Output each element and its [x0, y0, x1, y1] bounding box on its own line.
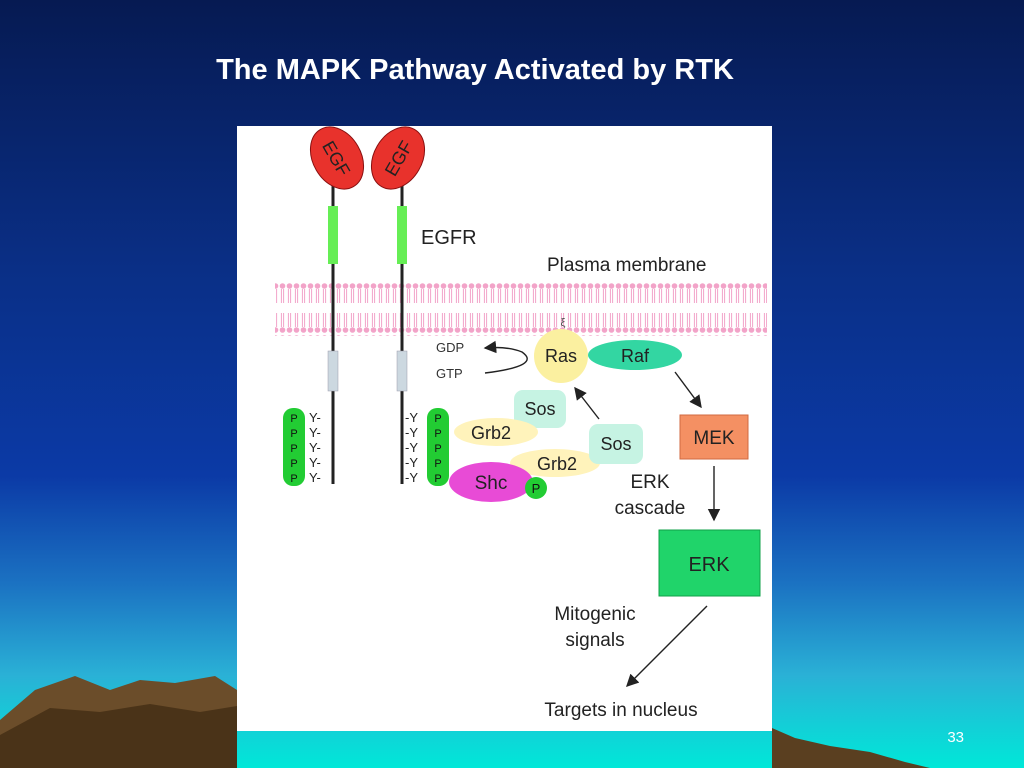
svg-text:P: P: [434, 443, 441, 455]
ras-label: Ras: [545, 346, 577, 366]
grb2-upper: Grb2: [454, 418, 538, 446]
slide-title: The MAPK Pathway Activated by RTK: [216, 54, 734, 86]
mek-protein: MEK: [679, 414, 749, 460]
plasma-membrane: [275, 282, 767, 336]
raf-label: Raf: [621, 346, 650, 366]
mek-label: MEK: [693, 428, 735, 449]
erk-to-nucleus-arrow: [626, 605, 708, 687]
svg-text:P: P: [290, 473, 297, 485]
svg-text:P: P: [434, 473, 441, 485]
ras-anchor-icon: ξ: [561, 317, 566, 329]
svg-text:P: P: [434, 428, 441, 440]
grb2-lower-label: Grb2: [537, 454, 577, 474]
gdp-label: GDP: [436, 340, 464, 355]
egfr-right-chain: [396, 176, 408, 484]
egf-ligand-left: EGF: [309, 126, 365, 190]
svg-text:P: P: [532, 481, 541, 496]
sos-upper-label: Sos: [524, 399, 555, 419]
shc-protein: Shc: [449, 462, 533, 502]
grb2-upper-label: Grb2: [471, 423, 511, 443]
svg-text:P: P: [290, 413, 297, 425]
sos-to-ras-arrow: [574, 386, 600, 420]
grb2-lower: Grb2: [510, 449, 600, 477]
egfr-label: EGFR: [421, 227, 477, 249]
mapk-diagram-svg: Plasma membrane EGFR EGF EGF P P P: [275, 126, 767, 721]
sos-upper: Sos: [514, 390, 566, 428]
ras-protein: Ras: [534, 329, 588, 383]
gtp-label: GTP: [436, 366, 463, 381]
phosphotyrosines-left: P P P P P Y- Y- Y- Y- Y-: [283, 408, 321, 486]
svg-text:P: P: [290, 443, 297, 455]
svg-text:P: P: [434, 458, 441, 470]
erk-cascade-line1: ERK: [630, 472, 669, 493]
egfr-left-chain: [327, 176, 339, 484]
svg-text:P: P: [434, 413, 441, 425]
mitogenic-signals-line1: Mitogenic: [554, 604, 635, 625]
erk-label: ERK: [688, 554, 730, 576]
raf-to-mek-arrow: [674, 371, 702, 409]
mitogenic-signals-line2: signals: [565, 630, 624, 651]
shc-label: Shc: [475, 473, 508, 494]
shc-phosphate: P: [525, 477, 547, 499]
erk-protein: ERK: [658, 529, 761, 597]
svg-text:-Y: -Y: [405, 410, 418, 425]
svg-text:-Y: -Y: [405, 425, 418, 440]
svg-text:Y-: Y-: [309, 470, 321, 485]
phosphotyrosines-right: -Y -Y -Y -Y -Y P P P P P: [405, 408, 449, 486]
raf-protein: Raf: [588, 340, 682, 370]
mapk-diagram: Plasma membrane EGFR EGF EGF P P P: [237, 126, 772, 731]
svg-text:P: P: [290, 458, 297, 470]
svg-text:Y-: Y-: [309, 440, 321, 455]
erk-cascade-line2: cascade: [615, 498, 686, 519]
sos-lower-label: Sos: [600, 434, 631, 454]
svg-text:P: P: [290, 428, 297, 440]
targets-in-nucleus-label: Targets in nucleus: [544, 700, 697, 721]
svg-text:-Y: -Y: [405, 440, 418, 455]
svg-text:Y-: Y-: [309, 410, 321, 425]
sos-lower: Sos: [589, 424, 643, 464]
egf-ligand-right: EGF: [370, 126, 426, 190]
gdp-gtp-exchange-arrow: [483, 340, 528, 374]
slide-number: 33: [947, 729, 964, 746]
svg-text:Y-: Y-: [309, 455, 321, 470]
svg-text:Y-: Y-: [309, 425, 321, 440]
svg-text:-Y: -Y: [405, 470, 418, 485]
plasma-membrane-label: Plasma membrane: [547, 255, 706, 276]
svg-text:-Y: -Y: [405, 455, 418, 470]
